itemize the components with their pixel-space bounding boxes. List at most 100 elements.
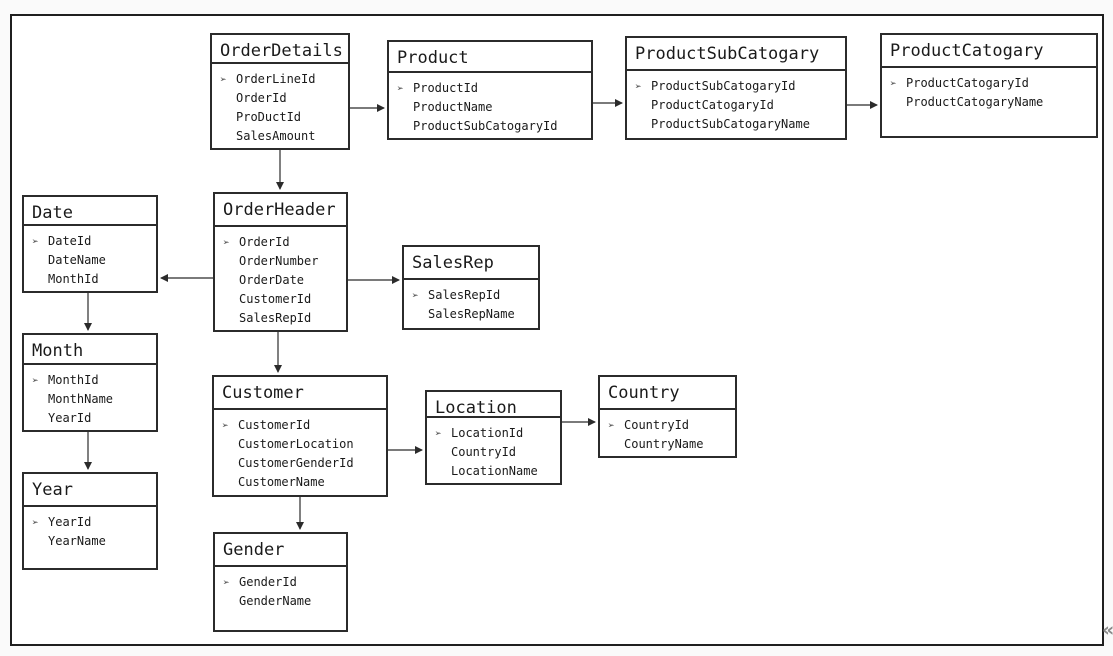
entity-field-list: ➢ GenderId GenderName	[215, 567, 346, 630]
entity-title: SalesRep	[404, 247, 538, 280]
entity-title: ProductCatogary	[882, 35, 1096, 68]
field-row: ➢DateId	[32, 232, 154, 251]
field-name: YearName	[48, 534, 106, 548]
field-row: ➢OrderLineId	[220, 70, 346, 89]
field-row: SalesAmount	[220, 127, 346, 146]
field-name: OrderLineId	[236, 72, 316, 86]
entity-title: Product	[389, 42, 591, 73]
entity-title: OrderHeader	[215, 194, 346, 227]
entity-year[interactable]: Year ➢YearId YearName	[22, 472, 158, 570]
field-name: ProductId	[413, 81, 479, 95]
field-row: YearId	[32, 409, 154, 428]
entity-date[interactable]: Date ➢DateId DateName MonthId	[22, 195, 158, 293]
field-name: OrderId	[239, 235, 290, 249]
field-row: GenderName	[223, 592, 344, 611]
field-row: MonthName	[32, 390, 154, 409]
entity-field-list: ➢ ProductCatogaryId ProductCatogaryName	[882, 68, 1096, 136]
field-name: GenderId	[239, 575, 297, 589]
field-row: ➢ProductSubCatogaryId	[635, 77, 843, 96]
entity-orderdetails[interactable]: OrderDetails ➢OrderLineId OrderId ProDuc…	[210, 33, 350, 150]
primary-key-icon: ➢	[222, 419, 229, 432]
primary-key-icon: ➢	[223, 236, 230, 249]
field-row: DateName	[32, 251, 154, 270]
entity-salesrep[interactable]: SalesRep ➢ SalesRepId SalesRepName	[402, 245, 540, 330]
field-name: ProductCatogaryId	[906, 76, 1029, 90]
entity-location[interactable]: Location ➢ LocationId CountryId LocationN…	[425, 390, 562, 485]
entity-productcatogary[interactable]: ProductCatogary ➢ ProductCatogaryId Produ…	[880, 33, 1098, 138]
entity-field-list: ➢ ProductId ProductName ProductSubCatogar…	[389, 73, 591, 138]
entity-gender[interactable]: Gender ➢GenderId GenderName	[213, 532, 348, 632]
entity-field-list: ➢MonthId MonthName YearId	[24, 365, 156, 430]
entity-productsubcatogary[interactable]: ProductSubCatogary ➢ProductSubCatogaryId…	[625, 36, 847, 140]
entity-country[interactable]: Country ➢CountryId CountryName	[598, 375, 737, 458]
primary-key-icon: ➢	[397, 82, 404, 95]
field-name: CustomerGenderId	[238, 456, 354, 470]
entity-field-list: ➢CountryId CountryName	[600, 410, 735, 456]
entity-field-list: ➢ LocationId CountryId LocationName	[427, 418, 560, 483]
field-name: SalesRepName	[428, 307, 515, 321]
entity-title: Country	[600, 377, 735, 410]
field-row: ➢CountryId	[608, 416, 733, 435]
entity-field-list: ➢OrderLineId OrderId ProDuctId SalesAmou…	[212, 64, 348, 148]
field-name: SalesRepId	[428, 288, 501, 302]
entity-title: Customer	[214, 377, 386, 410]
entity-field-list: ➢ YearId YearName	[24, 507, 156, 568]
field-row: ProductCatogaryName	[890, 93, 1094, 112]
field-row: YearName	[32, 532, 154, 551]
field-name: SalesRepId	[239, 311, 312, 325]
primary-key-icon: ➢	[223, 576, 230, 589]
field-row: ProductSubCatogaryName	[635, 115, 843, 134]
collapse-chevron-icon[interactable]: «	[1102, 618, 1113, 642]
field-row: MonthId	[32, 270, 154, 289]
entity-title: Month	[24, 335, 156, 365]
field-row: ProductSubCatogaryId	[397, 117, 589, 136]
entity-title: Location	[427, 392, 560, 418]
field-row: SalesRepId	[223, 309, 344, 328]
field-row: CountryId	[435, 443, 558, 462]
field-name: YearId	[48, 411, 92, 425]
primary-key-icon: ➢	[32, 516, 39, 529]
entity-month[interactable]: Month ➢MonthId MonthName YearId	[22, 333, 158, 432]
field-name: ProDuctId	[236, 110, 302, 124]
field-name: CustomerId	[238, 418, 311, 432]
field-row: OrderNumber	[223, 252, 344, 271]
field-name: ProductSubCatogaryName	[651, 117, 810, 131]
field-row: ➢ ProductId	[397, 79, 589, 98]
entity-title: ProductSubCatogary	[627, 38, 845, 71]
primary-key-icon: ➢	[608, 419, 615, 432]
field-name: CountryName	[624, 437, 704, 451]
field-row: ➢ SalesRepId	[412, 286, 536, 305]
field-row: CustomerId	[223, 290, 344, 309]
field-row: OrderDate	[223, 271, 344, 290]
field-row: LocationName	[435, 462, 558, 481]
field-name: OrderNumber	[239, 254, 319, 268]
field-name: DateName	[48, 253, 106, 267]
field-name: ProductCatogaryName	[906, 95, 1044, 109]
entity-field-list: ➢ProductSubCatogaryId ProductCatogaryId …	[627, 71, 845, 138]
field-row: CustomerLocation	[222, 435, 384, 454]
field-row: ➢ LocationId	[435, 424, 558, 443]
field-name: MonthId	[48, 373, 99, 387]
field-name: LocationId	[451, 426, 524, 440]
field-name: CustomerName	[238, 475, 325, 489]
field-name: ProductSubCatogaryId	[413, 119, 558, 133]
primary-key-icon: ➢	[435, 427, 442, 440]
primary-key-icon: ➢	[890, 77, 897, 90]
field-name: GenderName	[239, 594, 312, 608]
field-row: ➢ YearId	[32, 513, 154, 532]
entity-field-list: ➢ CustomerId CustomerLocation CustomerGen…	[214, 410, 386, 495]
primary-key-icon: ➢	[635, 80, 642, 93]
field-row: ➢ ProductCatogaryId	[890, 74, 1094, 93]
field-name: MonthId	[48, 272, 99, 286]
entity-orderheader[interactable]: OrderHeader ➢ OrderId OrderNumber OrderDa…	[213, 192, 348, 332]
entity-product[interactable]: Product ➢ ProductId ProductName ProductSu…	[387, 40, 593, 140]
field-row: CustomerGenderId	[222, 454, 384, 473]
field-name: YearId	[48, 515, 92, 529]
entity-customer[interactable]: Customer ➢ CustomerId CustomerLocation Cu…	[212, 375, 388, 497]
field-name: ProductName	[413, 100, 493, 114]
field-name: OrderId	[236, 91, 287, 105]
field-row: ➢MonthId	[32, 371, 154, 390]
primary-key-icon: ➢	[412, 289, 419, 302]
field-name: ProductCatogaryId	[651, 98, 774, 112]
